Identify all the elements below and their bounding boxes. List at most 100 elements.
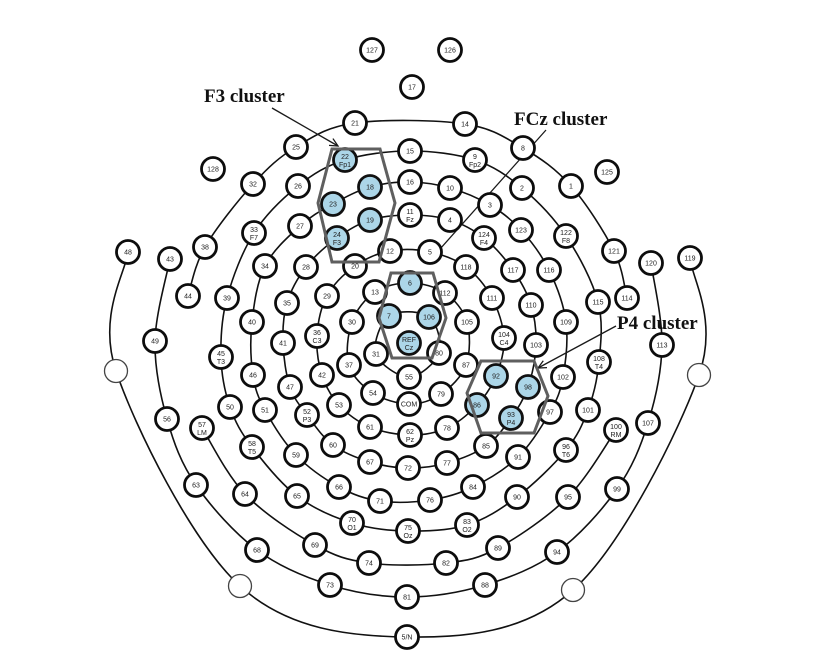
electrode-90: 90	[504, 484, 530, 510]
electrode-circle	[240, 362, 266, 388]
electrode-circle	[157, 246, 183, 272]
electrode-number: 16	[406, 180, 414, 187]
electrode-number: 125	[601, 170, 613, 177]
electrode-1020-name: F3	[333, 240, 341, 247]
electrode-circle	[585, 289, 611, 315]
electrode-number: 119	[684, 256, 695, 263]
electrode-1: 1	[558, 173, 584, 199]
electrode-47: 47	[277, 374, 303, 400]
electrode-circle	[515, 374, 541, 400]
electrode-number: 71	[376, 499, 384, 506]
electrode-number: 113	[656, 343, 667, 350]
electrode-number: 57	[198, 422, 206, 429]
electrode-113: 113	[649, 332, 675, 358]
electrode-1020-name: T3	[217, 359, 225, 366]
electrode-number: 99	[613, 487, 621, 494]
electrode-circle	[500, 257, 526, 283]
electrode-circle	[553, 437, 579, 463]
electrode-102: 102	[550, 364, 576, 390]
electrode-1020-name: F8	[562, 238, 570, 245]
electrode-circle	[285, 173, 311, 199]
electrode-number: 68	[253, 548, 261, 555]
electrode-number: 83	[463, 519, 471, 526]
electrode-circle	[287, 213, 313, 239]
electrode-number: 61	[366, 425, 374, 432]
electrode-circle	[586, 349, 612, 375]
electrode-number: 13	[371, 290, 379, 297]
electrode-number: 78	[443, 426, 451, 433]
electrode-26: 26	[285, 173, 311, 199]
electrode-number: 4	[448, 218, 452, 225]
electrode-number: 19	[366, 218, 374, 225]
electrode-40: 40	[239, 309, 265, 335]
electrode-1020-name: P3	[303, 417, 312, 424]
electrode-circle	[252, 397, 278, 423]
electrode-circle	[317, 572, 343, 598]
electrode-number: 77	[443, 461, 451, 468]
electrode-number: 82	[442, 561, 450, 568]
electrode-circle	[396, 330, 422, 356]
electrode-number: 15	[406, 149, 414, 156]
electrode-49: 49	[142, 328, 168, 354]
electrode-number: 21	[351, 121, 359, 128]
electrode-79: 79	[428, 381, 454, 407]
electrode-number: 88	[481, 583, 489, 590]
electrode-circle	[394, 624, 420, 650]
electrode-circle	[320, 432, 346, 458]
electrode-number: 42	[318, 373, 326, 380]
electrode-circle	[359, 37, 385, 63]
electrode-number: 118	[460, 265, 471, 272]
electrode-number: 41	[279, 341, 287, 348]
electrode-circle	[356, 550, 382, 576]
electrode-2: 2	[509, 175, 535, 201]
electrode-circle	[240, 171, 266, 197]
electrode-54: 54	[360, 380, 386, 406]
electrode-111: 111	[479, 285, 505, 311]
electrode-82: 82	[433, 550, 459, 576]
electrode-circle	[252, 253, 278, 279]
empty-sensor-site	[686, 362, 712, 388]
electrode-25: 25	[283, 134, 309, 160]
electrode-1020-name: C3	[313, 338, 322, 345]
electrode-68: 68	[244, 537, 270, 563]
electrode-number: 31	[372, 352, 380, 359]
electrode-121: 121	[601, 238, 627, 264]
electrode-59: 59	[283, 442, 309, 468]
electrode-number: 105	[461, 320, 473, 327]
electrode-circle	[357, 414, 383, 440]
electrode-circle	[357, 207, 383, 233]
electrode-number: 49	[151, 339, 159, 346]
electrode-number: 104	[498, 332, 510, 339]
electrode-number: 12	[386, 249, 394, 256]
electrode-number: 106	[423, 315, 435, 322]
electrode-circle	[544, 539, 570, 565]
electrode-number: 81	[403, 595, 411, 602]
electrode-circle	[314, 283, 340, 309]
electrode-circle	[558, 173, 584, 199]
electrode-circle	[604, 476, 630, 502]
electrode-128: 128	[200, 156, 226, 182]
electrode-circle	[498, 405, 524, 431]
electrode-63: 63	[183, 472, 209, 498]
electrode-circle	[283, 442, 309, 468]
electrode-number: 29	[323, 294, 331, 301]
electrode-circle	[417, 239, 443, 265]
electrode-43: 43	[157, 246, 183, 272]
electrode-circle	[550, 364, 576, 390]
electrode-91: 91	[505, 444, 531, 470]
electrode-117: 117	[500, 257, 526, 283]
electrode-number: 94	[553, 550, 561, 557]
electrode-10: 10	[437, 175, 463, 201]
electrode-87: 87	[453, 352, 479, 378]
electrode-18: 18	[357, 174, 383, 200]
